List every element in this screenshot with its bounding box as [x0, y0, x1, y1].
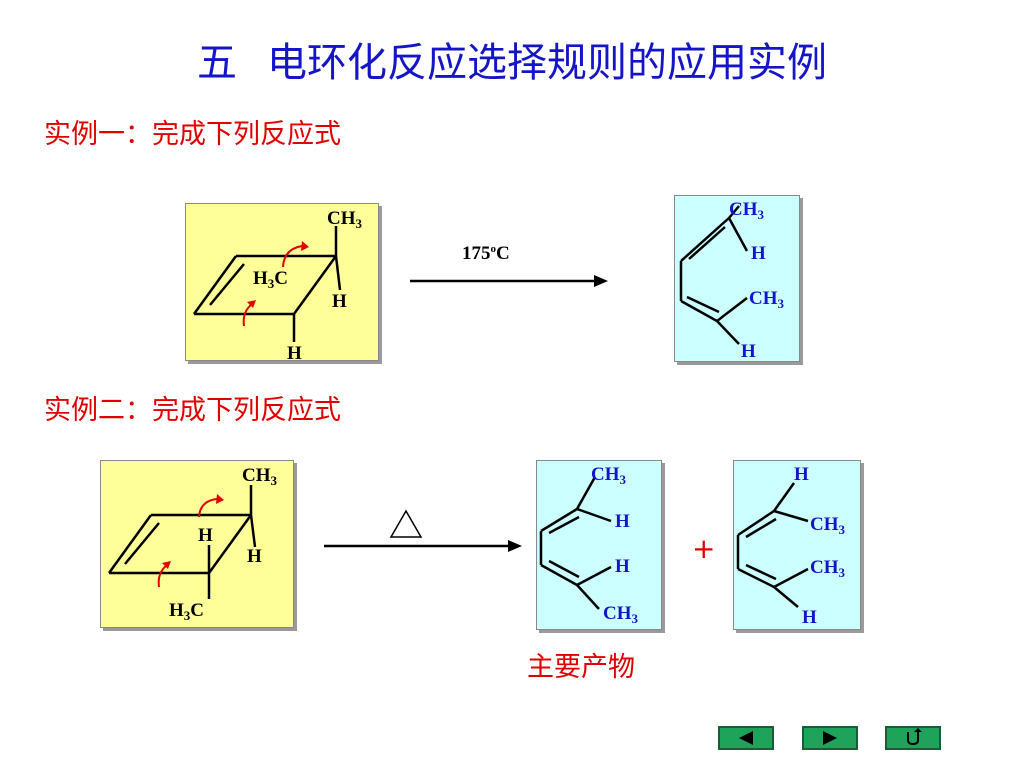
ex1-product-ch3-mid: CH3 — [749, 288, 784, 311]
ex2-product1-h1: H — [615, 511, 630, 532]
example-1-label: 实例一：完成下列反应式 — [44, 119, 341, 150]
ex1-reactant-ch3: CH3 — [327, 208, 362, 231]
ex2-product2-ch3-2: CH3 — [810, 557, 845, 580]
example-1-reactant-box: CH3 H3C H H — [185, 203, 379, 364]
next-slide-button[interactable] — [802, 726, 858, 750]
example-2-product-1-box: CH3 H H CH3 — [536, 460, 662, 630]
butadiene-structure-1 — [679, 205, 749, 345]
ex2-reactant-h-inner: H — [198, 525, 213, 546]
example-2-label: 实例二：完成下列反应式 — [44, 395, 341, 426]
example-2-reactant-box: CH3 H H H3C — [100, 460, 294, 628]
triangle-right-icon — [823, 731, 837, 745]
title-number: 五 — [197, 40, 237, 86]
major-product-label: 主要产物 — [527, 652, 635, 683]
ex2-product1-ch3-top: CH3 — [591, 464, 626, 487]
ex2-reactant-h-right: H — [247, 546, 262, 567]
heat-triangle-icon — [389, 509, 423, 538]
plus-sign: + — [692, 532, 716, 565]
ex2-product2-h-top: H — [794, 464, 809, 485]
ex1-product-h-bottom: H — [741, 341, 756, 362]
ex2-product1-h2: H — [615, 556, 630, 577]
butadiene-structure-3 — [736, 482, 809, 608]
ex2-product2-h-bottom: H — [802, 607, 817, 628]
ex2-reactant-ch3: CH3 — [242, 465, 277, 488]
title-text: 电环化反应选择规则的应用实例 — [267, 40, 827, 86]
ex1-reactant-h3c: H3C — [253, 268, 289, 291]
butadiene-structure-2 — [539, 476, 612, 610]
page-title: 五电环化反应选择规则的应用实例 — [0, 30, 1024, 88]
triangle-left-icon — [739, 731, 753, 745]
ex1-reactant-h-right: H — [332, 291, 347, 312]
ex1-product-ch3-top: CH3 — [729, 199, 764, 222]
ex2-reaction-arrow — [324, 540, 522, 552]
return-button[interactable] — [885, 726, 941, 750]
ex1-reaction-arrow — [410, 275, 608, 287]
cyclobutene-structure-2 — [107, 485, 257, 599]
prev-slide-button[interactable] — [718, 726, 774, 750]
ex1-product-h-mid: H — [751, 243, 766, 264]
ex2-reactant-h3c: H3C — [169, 600, 205, 623]
return-u-icon — [907, 728, 922, 746]
ex2-product1-ch3-bottom: CH3 — [603, 603, 638, 626]
ex1-reactant-h-bottom: H — [287, 343, 302, 364]
ex2-product2-ch3-1: CH3 — [810, 514, 845, 537]
example-1-product-box: CH3 H CH3 H — [674, 195, 800, 362]
ex1-condition: 175oC — [462, 243, 510, 264]
example-2-product-2-box: H CH3 CH3 H — [733, 460, 861, 630]
cyclobutene-structure-1 — [192, 226, 342, 342]
